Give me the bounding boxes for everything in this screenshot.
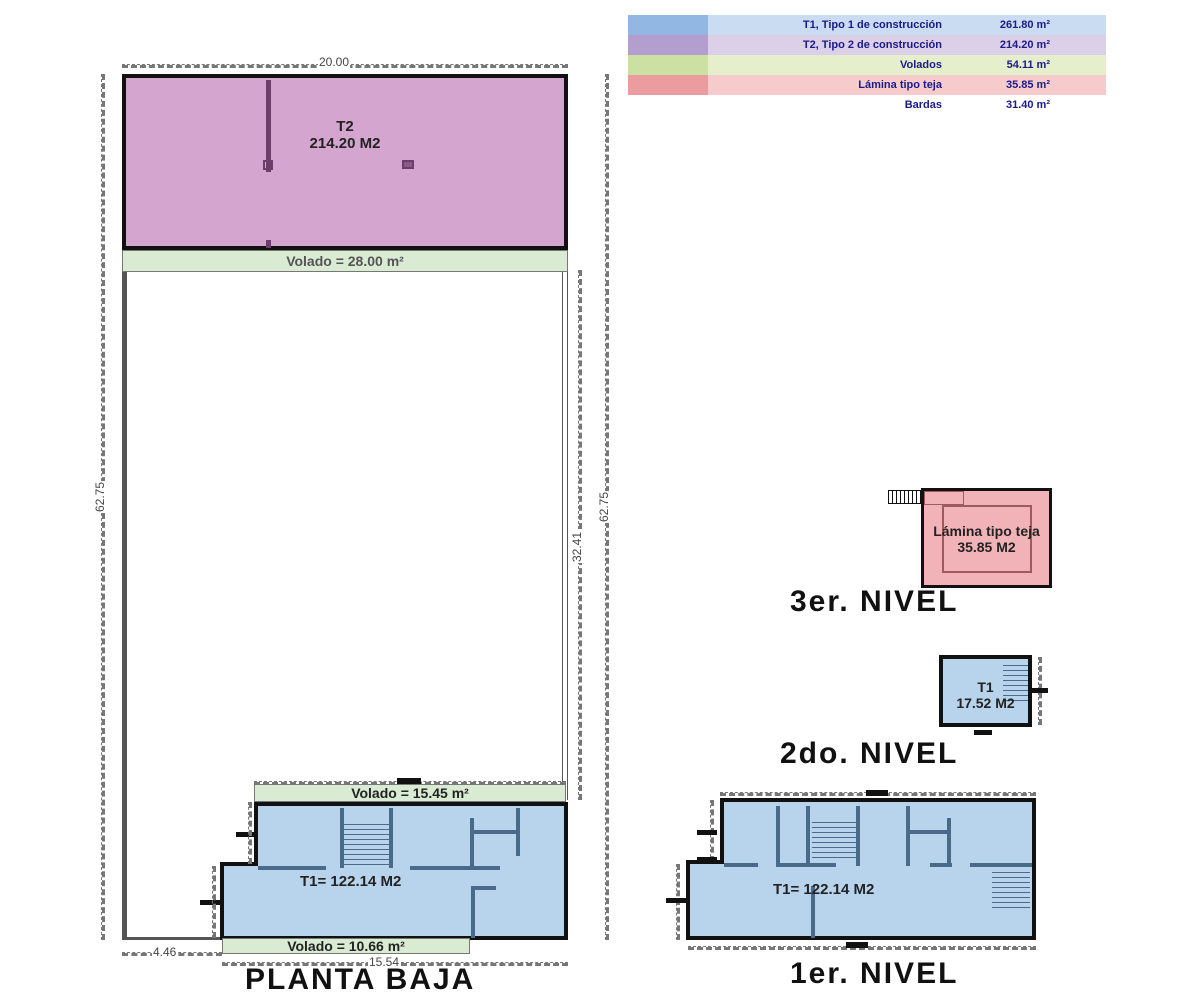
legend-row-t2: T2, Tipo 2 de construcción 214.20 m²: [628, 35, 1106, 55]
legend-swatch-lamina: [628, 75, 708, 95]
wall-step: [220, 862, 258, 866]
nivel-2-title: 2do. NIVEL: [780, 737, 959, 770]
legend-label: T2, Tipo 2 de construcción: [802, 39, 942, 51]
t1-nivel2-block: T1 17.52 M2: [939, 655, 1032, 727]
column-icon: [402, 160, 414, 169]
door-icon: [236, 832, 254, 837]
dim-bottom-left: 4.46: [152, 945, 178, 959]
window-icon: [397, 778, 421, 784]
wall-step: [220, 862, 224, 872]
legend-value: 35.85 m²: [1005, 79, 1050, 91]
t1-area-label: T1= 122.14 M2: [300, 873, 402, 890]
planta-baja-title: PLANTA BAJA: [245, 963, 476, 996]
window-icon: [974, 730, 992, 735]
t1-nivel1-lower: [686, 862, 1036, 940]
dim-inner-height: 32.41: [570, 530, 585, 564]
volado-mid: Volado = 15.45 m²: [254, 784, 566, 802]
t2-wall: [266, 80, 271, 172]
legend-label: Lámina tipo teja: [858, 79, 942, 91]
barda-right: [562, 270, 568, 800]
column-icon: [263, 160, 273, 170]
interior-wall: [258, 866, 326, 870]
dim-right-height: 62.75: [597, 490, 612, 524]
lamina-teja-block: Lámina tipo teja 35.85 M2: [921, 488, 1052, 588]
area-legend: T1, Tipo 1 de construcción 261.80 m² T2,…: [628, 15, 1106, 115]
stairs-icon: [812, 818, 856, 862]
dim-bottom-width: 15.54: [368, 955, 401, 969]
volado-top: Volado = 28.00 m²: [122, 250, 568, 272]
t2-area-block: T2 214.20 M2: [122, 74, 568, 250]
lamina-label: Lámina tipo teja 35.85 M2: [933, 523, 1040, 555]
legend-swatch-t2: [628, 35, 708, 55]
dim-left-height: 62.75: [93, 480, 108, 514]
t1-area-lower: [220, 866, 568, 940]
t1-nivel1-label: T1= 122.14 M2: [773, 881, 875, 898]
dim-top-width: 20.00: [318, 55, 351, 69]
wall-step: [686, 860, 690, 870]
t2-code: T2: [336, 118, 354, 135]
column-icon: [266, 240, 271, 248]
interior-wall: [389, 808, 393, 868]
interior-wall: [811, 886, 815, 938]
window-icon: [866, 790, 888, 796]
interior-wall: [806, 806, 810, 866]
interior-wall: [471, 886, 475, 938]
interior-wall: [470, 818, 474, 868]
door-icon: [1030, 688, 1048, 693]
legend-row-volados: Volados 54.11 m²: [628, 55, 1106, 75]
interior-wall: [470, 830, 520, 834]
nivel-3-title: 3er. NIVEL: [790, 585, 959, 618]
barda-left: [122, 250, 127, 940]
dim-line: [212, 866, 216, 938]
stairs-icon: [344, 820, 389, 866]
stairs-icon: [992, 868, 1030, 908]
interior-wall: [970, 863, 1032, 867]
nivel-1-title: 1er. NIVEL: [790, 957, 959, 990]
interior-wall: [856, 806, 860, 866]
legend-label: T1, Tipo 1 de construcción: [802, 19, 942, 31]
legend-swatch-t1: [628, 15, 708, 35]
legend-swatch-volados: [628, 55, 708, 75]
window-icon: [846, 942, 868, 948]
interior-wall: [471, 886, 496, 890]
door-icon: [697, 857, 717, 862]
legend-row-lamina: Lámina tipo teja 35.85 m²: [628, 75, 1106, 95]
barda-bottom: [122, 937, 222, 940]
stairs-icon: [888, 490, 922, 504]
t1-nivel2-code: T1: [977, 679, 994, 695]
inner-outline: [942, 505, 1032, 573]
interior-wall: [906, 830, 951, 834]
door-icon: [200, 900, 220, 905]
interior-wall: [906, 806, 910, 866]
legend-row-bardas: Bardas 31.40 m²: [628, 95, 1106, 115]
interior-wall: [776, 806, 780, 866]
interior-wall: [930, 863, 952, 867]
legend-value: 54.11 m²: [1006, 59, 1050, 71]
wall-step: [686, 860, 724, 864]
legend-value: 31.40 m²: [1005, 99, 1050, 111]
t1-nivel2-area: 17.52 M2: [956, 695, 1015, 711]
volado-bottom: Volado = 10.66 m²: [222, 938, 470, 954]
legend-label: Bardas: [904, 99, 942, 111]
t2-area: 214.20 M2: [309, 135, 381, 152]
door-icon: [666, 898, 686, 903]
legend-value: 261.80 m²: [999, 19, 1050, 31]
door-icon: [697, 830, 717, 835]
interior-wall: [724, 863, 758, 867]
interior-wall: [516, 808, 520, 856]
legend-swatch-bardas: [628, 95, 708, 115]
interior-wall: [947, 818, 951, 866]
legend-row-t1: T1, Tipo 1 de construcción 261.80 m²: [628, 15, 1106, 35]
interior-wall: [340, 808, 344, 868]
dim-line: [248, 802, 252, 864]
interior-wall: [410, 866, 500, 870]
legend-label: Volados: [900, 59, 942, 71]
legend-value: 214.20 m²: [999, 39, 1050, 51]
landing-outline: [924, 491, 964, 505]
stairs-icon: [1003, 661, 1028, 701]
